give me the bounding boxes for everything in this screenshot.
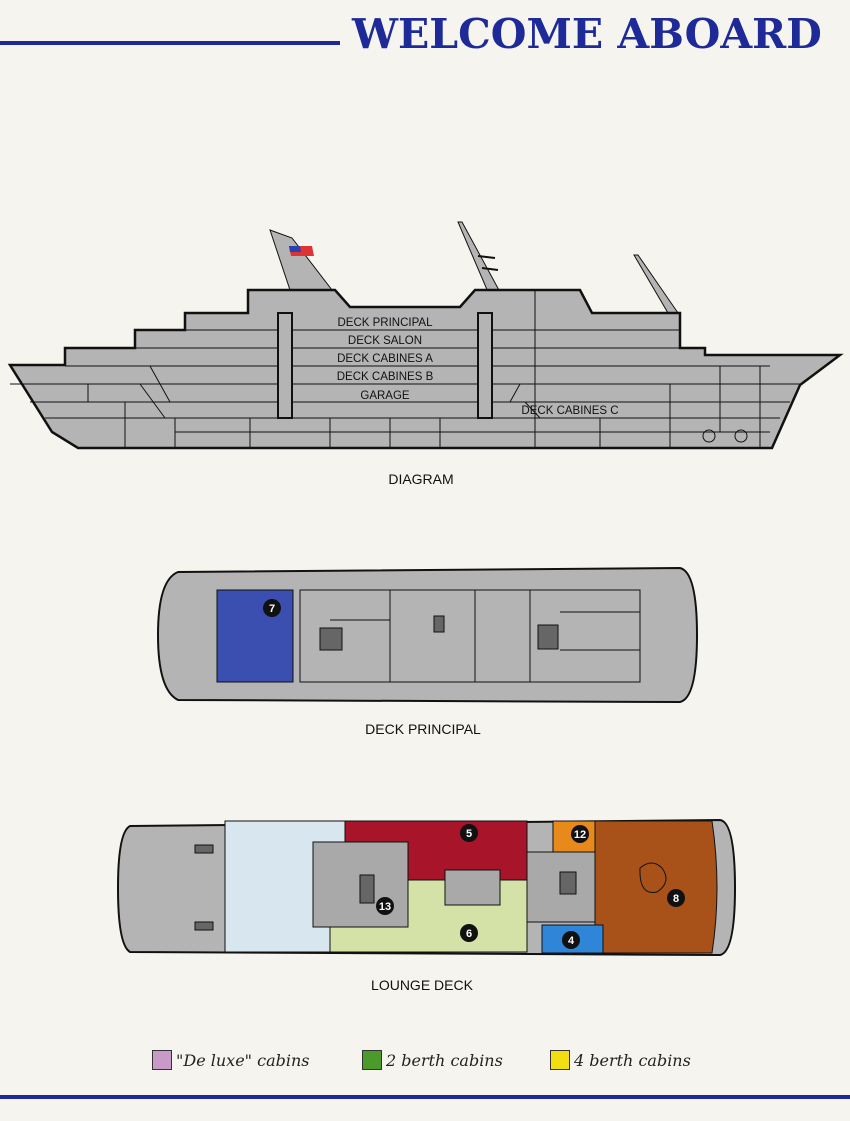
area-badge-4: 4: [562, 931, 580, 949]
mast-fore: [633, 254, 679, 314]
deck-label: DECK CABINES C: [521, 405, 618, 417]
lounge-deck-caption: LOUNGE DECK: [371, 977, 473, 993]
stairs: [359, 874, 375, 904]
deck-principal-caption: DECK PRINCIPAL: [365, 721, 481, 737]
deck-label: DECK CABINES B: [337, 371, 434, 383]
legend-swatch: [550, 1050, 570, 1070]
legend-2-berth: 2 berth cabins: [362, 1050, 503, 1070]
stairs: [559, 871, 577, 895]
area-badge-8: 8: [667, 889, 685, 907]
svg-text:5: 5: [466, 828, 472, 840]
area-badge-7: 7: [263, 599, 281, 617]
deck-label: DECK SALON: [348, 335, 422, 347]
svg-text:6: 6: [466, 928, 472, 940]
legend-4-berth: 4 berth cabins: [550, 1050, 691, 1070]
column-aft: [277, 312, 293, 419]
deck-label: DECK CABINES A: [337, 353, 433, 365]
svg-text:13: 13: [379, 901, 391, 913]
legend-label: "De luxe" cabins: [176, 1050, 310, 1070]
stairs: [319, 627, 343, 651]
legend-label: 4 berth cabins: [574, 1050, 691, 1070]
page-title: WELCOME ABOARD: [352, 10, 822, 58]
deck-principal-plan: [156, 566, 699, 704]
ship-profile: [7, 221, 844, 450]
stairs: [537, 624, 559, 650]
area-badge-5: 5: [460, 824, 478, 842]
area-8: [594, 820, 718, 954]
area-badge-12: 12: [571, 825, 589, 843]
area-7: [216, 589, 294, 683]
legend-swatch: [362, 1050, 382, 1070]
area-badge-13: 13: [376, 897, 394, 915]
hull: [7, 288, 844, 450]
svg-text:7: 7: [269, 603, 275, 615]
column-fore: [477, 312, 493, 419]
legend-swatch: [152, 1050, 172, 1070]
deck-label: GARAGE: [360, 390, 410, 402]
deck-labels: DECK PRINCIPAL DECK SALON DECK CABINES A…: [337, 317, 619, 417]
deck-label: DECK PRINCIPAL: [337, 317, 433, 329]
legend-deluxe: "De luxe" cabins: [152, 1050, 309, 1070]
legend-label: 2 berth cabins: [386, 1050, 503, 1070]
lounge-deck-plan: [116, 818, 737, 957]
footer-rule: [0, 1095, 850, 1099]
svg-text:8: 8: [673, 893, 679, 905]
svg-text:12: 12: [574, 829, 586, 841]
funnel: [269, 229, 334, 291]
area-badge-6: 6: [460, 924, 478, 942]
header-rule: [0, 41, 340, 45]
svg-text:4: 4: [568, 935, 575, 947]
diagram-caption: DIAGRAM: [388, 471, 454, 487]
